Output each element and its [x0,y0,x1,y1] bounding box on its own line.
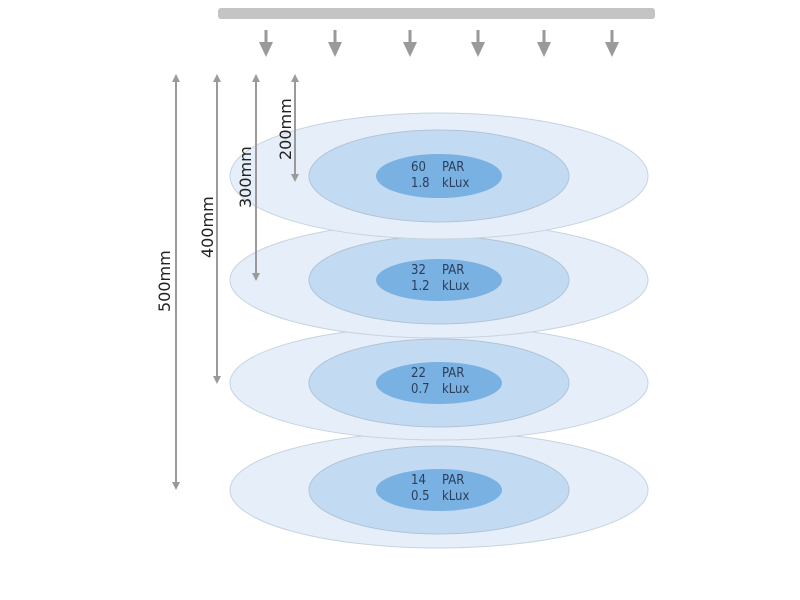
light-fixture-bar [218,8,655,19]
light-arrow-down-icon [605,30,619,57]
dimension-label: 200mm [276,98,295,160]
level-ring-300mm: 32 PAR 1.2 kLux [229,221,649,339]
level-ring-500mm: 14 PAR 0.5 kLux [229,431,649,549]
light-arrow-down-icon [259,30,273,57]
dimension-label: 300mm [236,146,255,208]
lux-value: 1.8 [411,176,430,191]
par-unit: PAR [442,366,464,381]
dimension-400mm: 400mm [198,74,221,384]
dimension-label: 400mm [198,196,217,258]
par-value: 14 [411,473,426,488]
par-unit: PAR [442,263,464,278]
dimension-label: 500mm [155,250,174,312]
light-arrow-down-icon [403,30,417,57]
lux-unit: kLux [442,279,469,294]
level-ring-200mm: 60 PAR 1.8 kLux [229,112,649,240]
par-value: 60 [411,160,426,175]
lux-unit: kLux [442,489,469,504]
lux-value: 0.7 [411,382,430,397]
light-arrow-down-icon [328,30,342,57]
lux-value: 1.2 [411,279,430,294]
dimension-500mm: 500mm [155,74,180,490]
lux-value: 0.5 [411,489,430,504]
light-arrow-down-icon [471,30,485,57]
lux-unit: kLux [442,176,469,191]
dimension-200mm: 200mm [276,74,299,182]
par-value: 32 [411,263,426,278]
lux-unit: kLux [442,382,469,397]
level-ring-400mm: 22 PAR 0.7 kLux [229,325,649,441]
par-unit: PAR [442,160,464,175]
dimension-300mm: 300mm [236,74,260,281]
par-value: 22 [411,366,426,381]
par-unit: PAR [442,473,464,488]
light-arrow-down-icon [537,30,551,57]
